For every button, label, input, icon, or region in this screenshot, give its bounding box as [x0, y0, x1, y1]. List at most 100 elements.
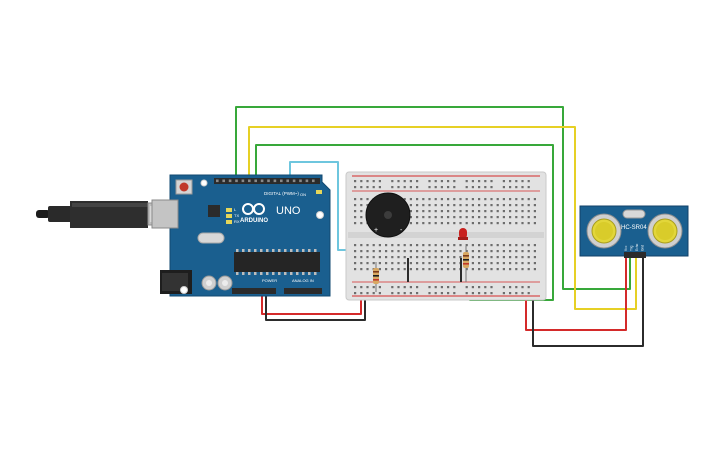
- terminal-hole[interactable]: [447, 204, 450, 207]
- terminal-hole[interactable]: [496, 250, 499, 253]
- terminal-hole[interactable]: [453, 250, 456, 253]
- terminal-hole[interactable]: [533, 256, 536, 259]
- terminal-hole[interactable]: [397, 256, 400, 259]
- terminal-hole[interactable]: [502, 216, 505, 219]
- terminal-hole[interactable]: [453, 210, 456, 213]
- terminal-hole[interactable]: [428, 210, 431, 213]
- terminal-hole[interactable]: [515, 210, 518, 213]
- terminal-hole[interactable]: [490, 250, 493, 253]
- terminal-hole[interactable]: [453, 198, 456, 201]
- terminal-hole[interactable]: [428, 256, 431, 259]
- terminal-hole[interactable]: [403, 262, 406, 265]
- terminal-hole[interactable]: [471, 198, 474, 201]
- terminal-hole[interactable]: [434, 250, 437, 253]
- rail-hole[interactable]: [509, 292, 512, 295]
- terminal-hole[interactable]: [354, 222, 357, 225]
- terminal-hole[interactable]: [496, 268, 499, 271]
- resistor-1[interactable]: [373, 262, 379, 292]
- red-led[interactable]: [458, 228, 468, 240]
- rail-hole[interactable]: [478, 286, 481, 289]
- rail-hole[interactable]: [378, 286, 381, 289]
- terminal-hole[interactable]: [409, 250, 412, 253]
- terminal-hole[interactable]: [378, 250, 381, 253]
- rail-hole[interactable]: [378, 186, 381, 189]
- terminal-hole[interactable]: [354, 244, 357, 247]
- rail-hole[interactable]: [527, 180, 530, 183]
- terminal-hole[interactable]: [515, 222, 518, 225]
- terminal-hole[interactable]: [478, 250, 481, 253]
- rail-hole[interactable]: [397, 186, 400, 189]
- terminal-hole[interactable]: [484, 262, 487, 265]
- terminal-hole[interactable]: [509, 244, 512, 247]
- rail-hole[interactable]: [515, 186, 518, 189]
- wire-black-sensor[interactable]: [532, 257, 644, 347]
- terminal-hole[interactable]: [447, 198, 450, 201]
- terminal-hole[interactable]: [434, 204, 437, 207]
- terminal-hole[interactable]: [533, 210, 536, 213]
- terminal-hole[interactable]: [521, 262, 524, 265]
- terminal-hole[interactable]: [459, 210, 462, 213]
- terminal-hole[interactable]: [385, 256, 388, 259]
- terminal-hole[interactable]: [527, 216, 530, 219]
- digital-pin-hole[interactable]: [241, 179, 245, 183]
- reset-button-cap[interactable]: [179, 182, 189, 192]
- terminal-hole[interactable]: [521, 244, 524, 247]
- rail-hole[interactable]: [416, 286, 419, 289]
- terminal-hole[interactable]: [484, 204, 487, 207]
- terminal-hole[interactable]: [360, 216, 363, 219]
- terminal-hole[interactable]: [465, 222, 468, 225]
- rail-hole[interactable]: [372, 180, 375, 183]
- terminal-hole[interactable]: [360, 222, 363, 225]
- terminal-hole[interactable]: [484, 250, 487, 253]
- rail-hole[interactable]: [372, 186, 375, 189]
- terminal-hole[interactable]: [366, 250, 369, 253]
- terminal-hole[interactable]: [515, 216, 518, 219]
- terminal-hole[interactable]: [509, 262, 512, 265]
- rail-hole[interactable]: [453, 180, 456, 183]
- rail-hole[interactable]: [378, 292, 381, 295]
- rail-hole[interactable]: [465, 286, 468, 289]
- rail-hole[interactable]: [447, 180, 450, 183]
- terminal-hole[interactable]: [478, 204, 481, 207]
- terminal-hole[interactable]: [521, 250, 524, 253]
- digital-pin-hole[interactable]: [286, 179, 289, 183]
- rail-hole[interactable]: [521, 292, 524, 295]
- rail-hole[interactable]: [515, 180, 518, 183]
- terminal-hole[interactable]: [360, 268, 363, 271]
- terminal-hole[interactable]: [360, 262, 363, 265]
- terminal-hole[interactable]: [391, 268, 394, 271]
- terminal-hole[interactable]: [403, 268, 406, 271]
- terminal-hole[interactable]: [515, 198, 518, 201]
- wire-red-sensor[interactable]: [525, 257, 627, 331]
- terminal-hole[interactable]: [490, 210, 493, 213]
- digital-pin-hole[interactable]: [254, 179, 257, 183]
- terminal-hole[interactable]: [428, 262, 431, 265]
- terminal-hole[interactable]: [372, 256, 375, 259]
- terminal-hole[interactable]: [502, 222, 505, 225]
- terminal-hole[interactable]: [409, 268, 412, 271]
- terminal-hole[interactable]: [409, 262, 412, 265]
- rail-hole[interactable]: [416, 180, 419, 183]
- digital-pin-hole[interactable]: [280, 179, 283, 183]
- terminal-hole[interactable]: [502, 262, 505, 265]
- terminal-hole[interactable]: [496, 262, 499, 265]
- terminal-hole[interactable]: [440, 204, 443, 207]
- terminal-hole[interactable]: [509, 198, 512, 201]
- terminal-hole[interactable]: [453, 262, 456, 265]
- terminal-hole[interactable]: [471, 216, 474, 219]
- terminal-hole[interactable]: [502, 256, 505, 259]
- rail-hole[interactable]: [502, 286, 505, 289]
- terminal-hole[interactable]: [515, 262, 518, 265]
- terminal-hole[interactable]: [515, 204, 518, 207]
- terminal-hole[interactable]: [391, 250, 394, 253]
- terminal-hole[interactable]: [416, 216, 419, 219]
- terminal-hole[interactable]: [391, 262, 394, 265]
- rail-hole[interactable]: [502, 186, 505, 189]
- terminal-hole[interactable]: [527, 262, 530, 265]
- terminal-hole[interactable]: [465, 216, 468, 219]
- terminal-hole[interactable]: [453, 216, 456, 219]
- terminal-hole[interactable]: [465, 250, 468, 253]
- terminal-hole[interactable]: [527, 268, 530, 271]
- terminal-hole[interactable]: [440, 262, 443, 265]
- terminal-hole[interactable]: [459, 204, 462, 207]
